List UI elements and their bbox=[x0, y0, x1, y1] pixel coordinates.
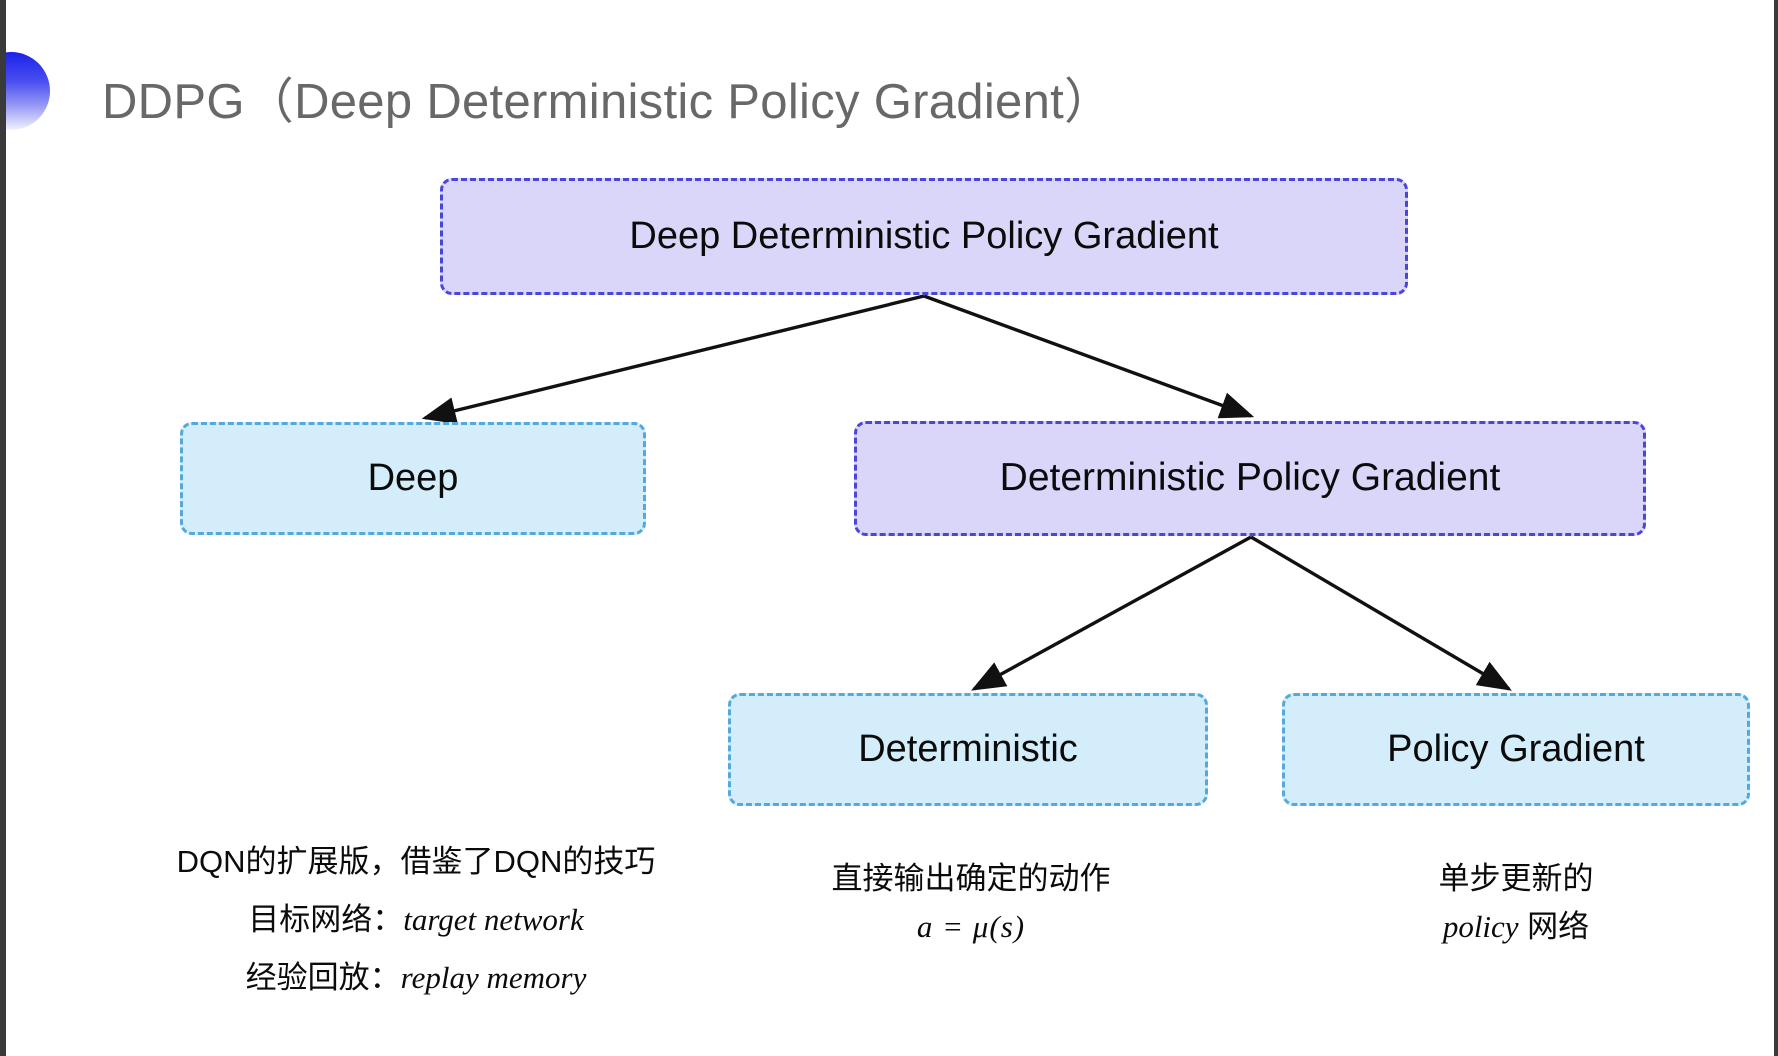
node-label: Deep bbox=[367, 456, 459, 499]
caption-policy-gradient-term: policy bbox=[1442, 909, 1519, 945]
edge-dpg-to-policy-gradient bbox=[1250, 535, 1512, 691]
gradient-circle-bullet-icon bbox=[6, 52, 50, 130]
caption-policy-gradient-suffix: 网络 bbox=[1518, 909, 1590, 945]
caption-deterministic-line1: 直接输出确定的动作 bbox=[831, 861, 1111, 896]
edge-dpg-to-deterministic bbox=[971, 535, 1252, 691]
node-label: Deep Deterministic Policy Gradient bbox=[629, 214, 1219, 257]
caption-deep-line3: 经验回放：replay memory bbox=[116, 954, 716, 1002]
node-label: Policy Gradient bbox=[1387, 727, 1645, 770]
node-deep[interactable]: Deep bbox=[180, 422, 646, 535]
caption-deep: DQN的扩展版，借鉴了DQN的技巧 目标网络：target network 经验… bbox=[116, 838, 716, 1002]
caption-deep-line2-label: 目标网络： bbox=[248, 902, 404, 938]
node-deterministic-policy-gradient[interactable]: Deterministic Policy Gradient bbox=[854, 421, 1646, 536]
caption-deep-line1: DQN的扩展版，借鉴了DQN的技巧 bbox=[176, 844, 656, 879]
node-deterministic[interactable]: Deterministic bbox=[728, 693, 1208, 806]
node-label: Deterministic Policy Gradient bbox=[999, 456, 1501, 500]
node-deep-deterministic-policy-gradient[interactable]: Deep Deterministic Policy Gradient bbox=[440, 178, 1408, 295]
node-label: Deterministic bbox=[858, 727, 1078, 770]
caption-deterministic-formula: a = μ(s) bbox=[916, 909, 1026, 945]
caption-policy-gradient-line1: 单步更新的 bbox=[1438, 861, 1594, 896]
page-title: DDPG（Deep Deterministic Policy Gradient） bbox=[102, 75, 1114, 129]
caption-deep-line3-term: replay memory bbox=[400, 960, 587, 996]
caption-deep-line2-term: target network bbox=[403, 902, 584, 938]
caption-deep-line3-label: 经验回放： bbox=[245, 960, 401, 996]
edge-root-to-deep bbox=[421, 294, 925, 424]
node-policy-gradient[interactable]: Policy Gradient bbox=[1282, 693, 1750, 806]
caption-deterministic: 直接输出确定的动作 a = μ(s) bbox=[736, 855, 1206, 951]
caption-deep-line2: 目标网络：target network bbox=[116, 896, 716, 944]
edge-root-to-dpg bbox=[923, 294, 1255, 419]
caption-policy-gradient: 单步更新的 policy 网络 bbox=[1276, 855, 1756, 951]
caption-policy-gradient-line2: policy 网络 bbox=[1276, 903, 1756, 951]
